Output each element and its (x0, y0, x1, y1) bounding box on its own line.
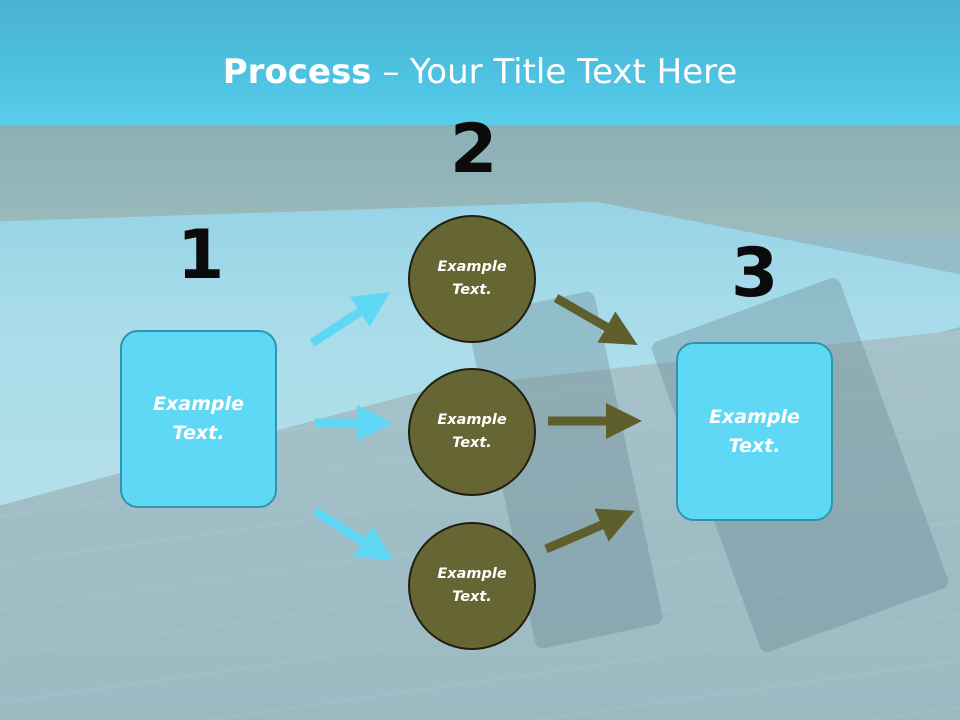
process-box-left-text: Example Text. (153, 390, 244, 448)
process-box-left[interactable]: Example Text. (120, 330, 277, 508)
process-box-right[interactable]: Example Text. (676, 342, 833, 521)
process-circle-1-line1: Example (437, 259, 507, 275)
process-box-right-text: Example Text. (709, 403, 800, 461)
process-circle-2-text: Example Text. (437, 409, 506, 455)
process-circle-3-text: Example Text. (437, 563, 506, 609)
process-circle-3[interactable]: Example Text. (408, 522, 536, 650)
process-circle-1-text: Example Text. (437, 256, 506, 302)
process-box-left-line1: Example (153, 393, 244, 415)
process-circle-2-line2: Text. (452, 435, 492, 451)
arrow-from-circle-1 (553, 294, 638, 345)
process-box-left-line2: Text. (172, 422, 225, 444)
slide-title-bold: Process (222, 52, 372, 92)
arrow-from-circle-3 (544, 508, 635, 554)
arrow-to-circle-3 (312, 507, 394, 561)
process-circle-1[interactable]: Example Text. (408, 215, 536, 343)
process-circle-1-line2: Text. (452, 282, 492, 298)
step-number-1: 1 (177, 216, 225, 295)
step-number-2: 2 (450, 110, 498, 189)
process-circle-2-line1: Example (437, 412, 507, 428)
process-circle-2[interactable]: Example Text. (408, 368, 536, 496)
process-circle-3-line1: Example (437, 566, 507, 582)
step-number-3: 3 (731, 234, 779, 313)
arrow-to-circle-1 (309, 292, 391, 347)
slide-title: Process – Your Title Text Here (0, 52, 960, 92)
slide-title-rest: – Your Title Text Here (371, 52, 738, 92)
process-box-right-line2: Text. (728, 434, 781, 457)
process-circle-3-line2: Text. (452, 589, 492, 605)
process-box-right-line1: Example (709, 405, 800, 428)
background-sky (0, 0, 960, 130)
